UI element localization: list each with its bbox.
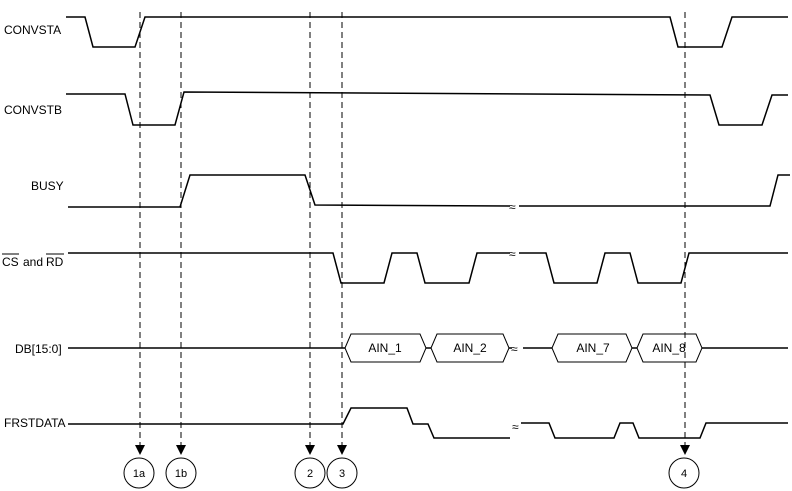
busy-waveform: [68, 174, 511, 208]
marker-1a: 1a: [123, 457, 155, 489]
arrow-4: [680, 445, 690, 455]
cs-rd-waveform: [68, 252, 510, 284]
marker-4: 4: [668, 457, 700, 489]
marker-2: 2: [294, 457, 326, 489]
db-bus: AIN_1 AIN_2 ≈ AIN_7 AIN_8: [68, 333, 788, 363]
cs-rd-break-mark: ≈: [509, 247, 516, 261]
marker-3-circle: [326, 457, 358, 489]
rd-label: RD: [46, 255, 64, 269]
arrow-1b: [176, 445, 186, 455]
convstb-label: CONVSTB: [4, 103, 62, 117]
marker-1a-circle: [123, 457, 155, 489]
frstdata-waveform: [68, 407, 510, 439]
busy-break-mark: ≈: [509, 200, 516, 214]
convsta-waveform: [66, 16, 788, 48]
marker-4-label: 4: [681, 468, 687, 480]
marker-1a-label: 1a: [133, 468, 146, 480]
marker-2-label: 2: [307, 468, 313, 480]
marker-1b: 1b: [165, 457, 197, 489]
marker-1b-circle: [165, 457, 197, 489]
db-word-ain1-label: AIN_1: [368, 341, 402, 355]
and-label: and: [23, 255, 43, 269]
db-break-mark: ≈: [511, 342, 518, 356]
frstdata-label: FRSTDATA: [4, 416, 66, 430]
db-word-ain7-label: AIN_7: [576, 341, 610, 355]
cs-rd-waveform-continued: [519, 252, 788, 284]
marker-2-circle: [294, 457, 326, 489]
cs-label: CS: [2, 255, 19, 269]
marker-3-label: 3: [339, 468, 345, 480]
marker-3: 3: [326, 457, 358, 489]
frstdata-waveform-continued: [521, 422, 788, 439]
db-word-ain8-label: AIN_8: [652, 341, 686, 355]
frstdata-break-mark: ≈: [512, 420, 519, 434]
convsta-label: CONVSTA: [4, 23, 61, 37]
arrow-3: [337, 445, 347, 455]
db-word-ain2-label: AIN_2: [453, 341, 487, 355]
busy-waveform-continued: [519, 174, 790, 207]
db-label: DB[15:0]: [15, 342, 62, 356]
marker-1b-label: 1b: [175, 468, 187, 480]
arrow-2: [305, 445, 315, 455]
cs-rd-label: CS and RD: [2, 253, 64, 269]
busy-label: BUSY: [31, 179, 64, 193]
arrow-1a: [135, 445, 145, 455]
convstb-waveform: [66, 91, 788, 126]
marker-4-circle: [668, 457, 700, 489]
